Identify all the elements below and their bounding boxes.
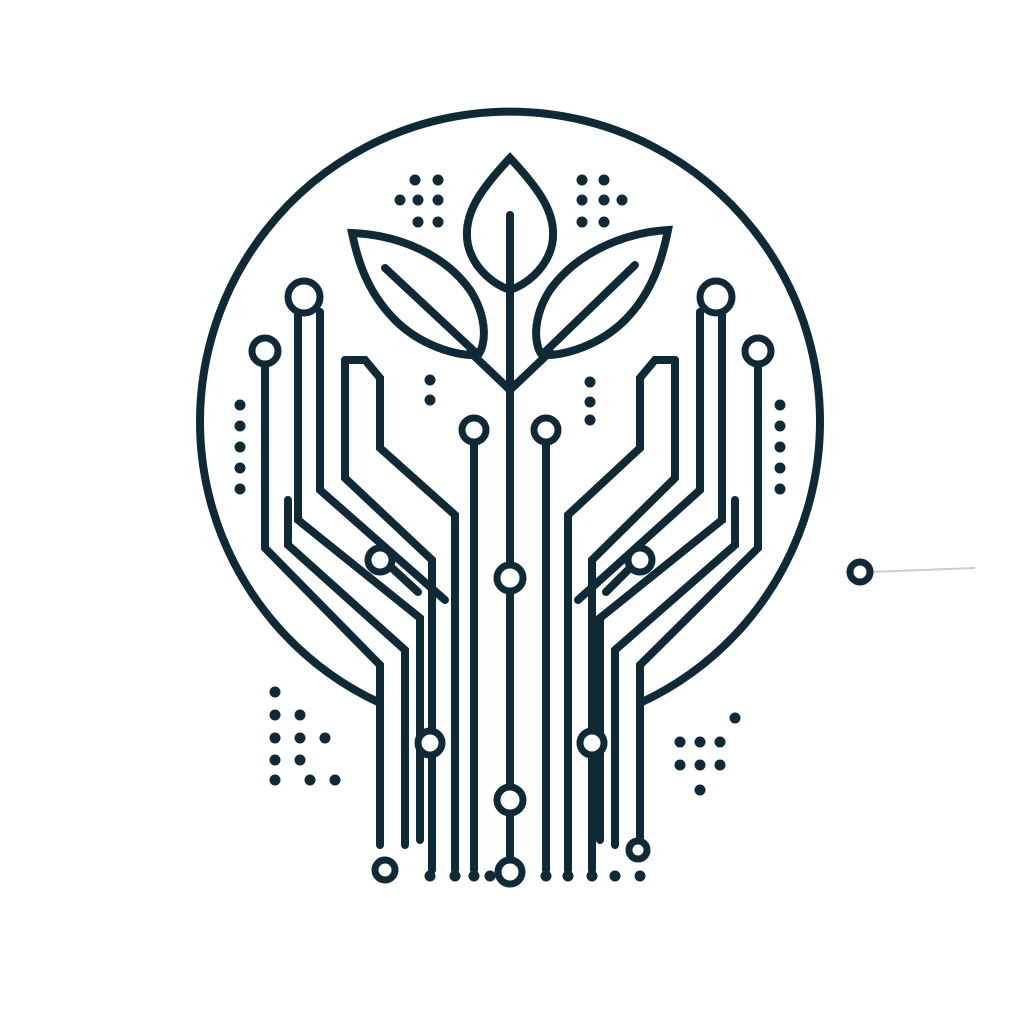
dot	[269, 774, 281, 786]
trace-right-outer-b	[636, 362, 762, 849]
dot	[468, 870, 480, 882]
node	[248, 334, 282, 368]
dot	[576, 194, 588, 206]
dot	[774, 462, 786, 474]
dot	[329, 774, 341, 786]
dot	[674, 736, 686, 748]
node	[846, 558, 874, 586]
node	[284, 277, 324, 317]
nodes	[248, 277, 874, 888]
dot	[269, 709, 281, 721]
trace-right-outer-c	[611, 496, 739, 849]
dot	[774, 399, 786, 411]
dot	[598, 216, 610, 228]
dot	[424, 394, 436, 406]
trace-right-hand-b	[588, 356, 679, 734]
dot	[694, 759, 706, 771]
node	[458, 414, 490, 446]
dot	[616, 194, 628, 206]
dot	[394, 194, 406, 206]
dot	[294, 709, 306, 721]
dot	[609, 870, 621, 882]
dot	[424, 870, 436, 882]
decorative-dots	[234, 174, 786, 882]
trace-right-outer-a	[596, 308, 726, 844]
node	[371, 856, 399, 884]
trace-left-node	[388, 564, 422, 596]
dot	[234, 441, 246, 453]
trace-right-mid	[574, 308, 704, 604]
node	[414, 727, 446, 759]
left-traces	[261, 308, 478, 874]
dot	[774, 420, 786, 432]
node	[494, 856, 526, 888]
dot	[694, 784, 706, 796]
dot	[714, 759, 726, 771]
dot	[234, 420, 246, 432]
node	[741, 334, 775, 368]
dot	[319, 732, 331, 744]
trace-right-stray	[869, 567, 976, 573]
node	[493, 783, 527, 817]
trace-left-outer-b	[261, 362, 384, 849]
left-leaf-vein	[381, 264, 479, 356]
right-traces	[542, 308, 976, 874]
dot	[424, 374, 436, 386]
dot	[234, 399, 246, 411]
dot	[562, 870, 574, 882]
dot	[598, 174, 610, 186]
dot	[714, 736, 726, 748]
dot	[484, 870, 496, 882]
right-leaf-vein	[541, 261, 639, 356]
dot	[412, 194, 424, 206]
dot	[449, 870, 461, 882]
dot	[576, 174, 588, 186]
dot	[634, 870, 646, 882]
dot	[729, 712, 741, 724]
trace-left-mid	[316, 308, 449, 604]
trace-left-outer-c	[284, 496, 409, 849]
outer-circle	[196, 107, 824, 707]
dot	[576, 216, 588, 228]
node	[493, 561, 527, 595]
node	[364, 544, 396, 576]
dot	[294, 732, 306, 744]
dot	[774, 483, 786, 495]
node	[696, 277, 736, 317]
dot	[269, 754, 281, 766]
dot	[234, 462, 246, 474]
dot	[540, 870, 552, 882]
dot	[586, 870, 598, 882]
node	[625, 837, 651, 863]
dot	[234, 483, 246, 495]
node	[530, 414, 562, 446]
dot	[774, 441, 786, 453]
dot	[412, 216, 424, 228]
dot	[409, 174, 421, 186]
dot	[432, 174, 444, 186]
dot	[304, 774, 316, 786]
trace-left-hand-a	[341, 356, 459, 874]
trace-right-hand-a	[564, 356, 679, 874]
trace-left-outer-a	[294, 308, 424, 844]
dot	[584, 414, 596, 426]
dot	[584, 396, 596, 408]
dot	[674, 759, 686, 771]
dot	[584, 376, 596, 388]
dot	[269, 686, 281, 698]
leaves	[347, 152, 673, 396]
dot	[694, 736, 706, 748]
dot	[598, 194, 610, 206]
trace-right-node	[602, 564, 634, 596]
node	[624, 544, 656, 576]
node	[576, 727, 608, 759]
dot	[432, 216, 444, 228]
dot	[432, 194, 444, 206]
trace-left-hand-b	[341, 356, 436, 734]
dot	[294, 754, 306, 766]
dot	[269, 732, 281, 744]
